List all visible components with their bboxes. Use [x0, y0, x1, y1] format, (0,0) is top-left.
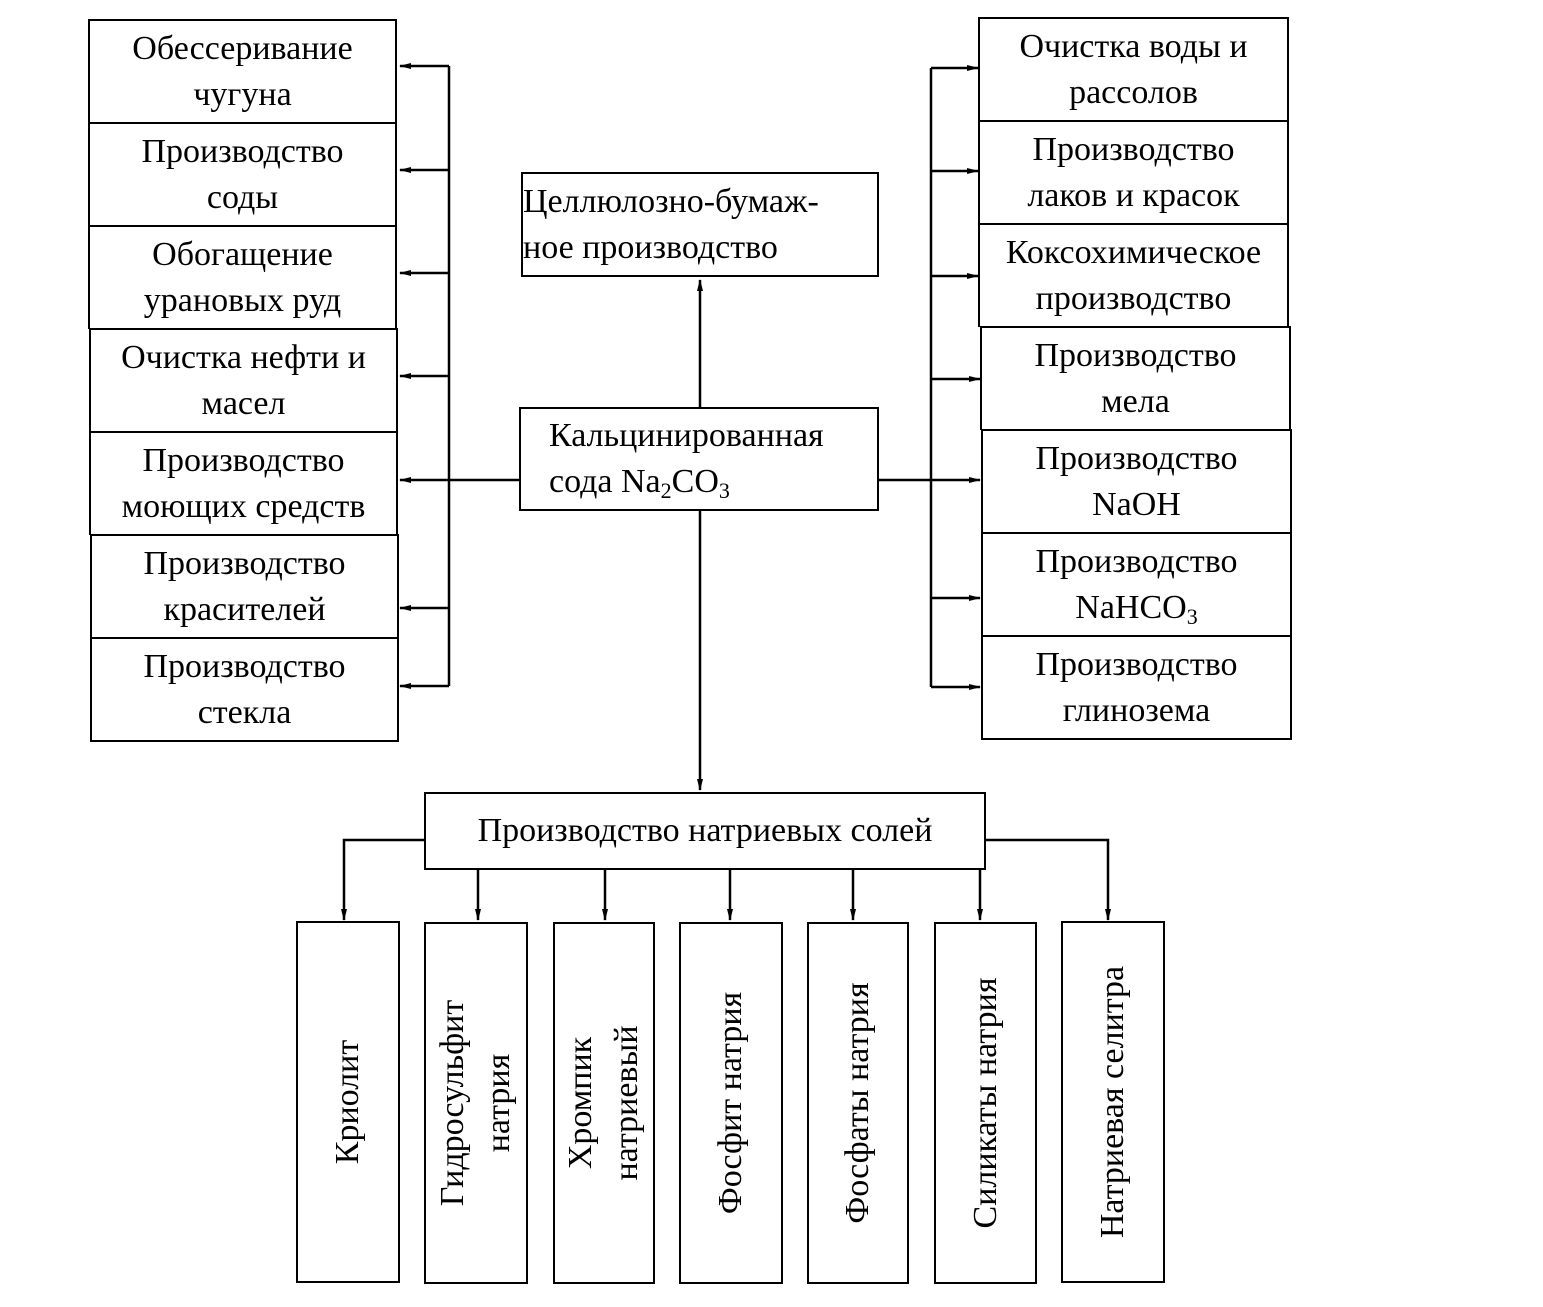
- left-item: Производство моющих средств: [89, 431, 398, 535]
- right-item-line2: мела: [1101, 383, 1170, 420]
- left-item: Производство красителей: [90, 534, 399, 638]
- right-item-line2: лаков и красок: [1027, 177, 1240, 214]
- right-item: Производство NaHCO3: [981, 532, 1292, 636]
- right-item-line2: рассолов: [1069, 74, 1198, 111]
- salt-label-line1: Хромпик: [562, 1036, 599, 1170]
- salt-label-line2: натриевый: [608, 1025, 645, 1181]
- right-item: Производство мела: [980, 326, 1291, 430]
- salt-box: Натриевая селитра: [1061, 921, 1165, 1283]
- right-item-line1: Производство: [1034, 337, 1237, 374]
- salt-label: Силикаты натрия: [963, 978, 1009, 1229]
- salt-box: Криолит: [296, 921, 400, 1283]
- right-item-line1: Производство: [1035, 645, 1238, 683]
- left-item-line2: стекла: [197, 693, 292, 731]
- left-item-line2: урановых руд: [143, 282, 342, 319]
- right-item-line1: Производство: [1032, 131, 1235, 168]
- sodium-salts-hub-label: Производство натриевых солей: [477, 812, 933, 849]
- nahco3-formula: NaHCO: [1075, 589, 1187, 626]
- soda-ash-sub-3: 3: [718, 478, 730, 503]
- salt-label-line1: Криолит: [329, 1039, 366, 1165]
- right-item-line2: производство: [1035, 280, 1232, 317]
- arrow-salt-0: [341, 838, 426, 921]
- left-item: Очистка нефти и масел: [89, 328, 398, 432]
- left-item-line2: чугуна: [193, 76, 292, 113]
- nahco3-sub-3: 3: [1186, 604, 1198, 629]
- right-item: Производство глинозема: [981, 635, 1292, 740]
- right-item: Производство лаков и красок: [978, 120, 1289, 224]
- salt-label-line1: Силикаты натрия: [966, 977, 1004, 1229]
- left-item: Производство соды: [88, 122, 397, 226]
- soda-ash-line1: Кальцинированная: [549, 417, 824, 454]
- left-item: Обогащение урановых руд: [88, 225, 397, 329]
- left-item-line1: Производство: [143, 545, 346, 582]
- soda-ash-line2: сода Na2CO3: [549, 459, 730, 505]
- right-item-line2: NaOH: [1092, 486, 1181, 523]
- left-item-line1: Обессеривание: [132, 30, 353, 67]
- sodium-salts-hub: Производство натриевых солей: [424, 792, 986, 870]
- soda-ash-formula-mid: CO: [671, 463, 719, 500]
- arrow-salt-6: [985, 838, 1111, 921]
- left-item: Обессеривание чугуна: [88, 19, 397, 123]
- left-item-line2: красителей: [163, 591, 326, 628]
- left-item-line1: Производство: [141, 133, 344, 170]
- soda-ash-sub-2: 2: [660, 478, 672, 503]
- right-item-line2: NaHCO3: [1075, 585, 1197, 631]
- salt-label: Гидросульфит натрия: [430, 1000, 522, 1206]
- right-item-line1: Очистка воды и: [1019, 28, 1248, 65]
- left-item: Производство стекла: [90, 637, 399, 742]
- pulp-paper-box: Целлюлозно-бумаж- ное производство: [521, 172, 879, 277]
- left-item-line1: Обогащение: [152, 236, 333, 273]
- left-item-line2: масел: [201, 385, 286, 422]
- right-item: Производство NaOH: [981, 429, 1292, 533]
- salt-label: Криолит: [325, 1040, 371, 1164]
- salt-label: Фосфит натрия: [708, 992, 754, 1214]
- soda-ash-box: Кальцинированная сода Na2CO3: [519, 407, 879, 511]
- right-item-line1: Производство: [1035, 543, 1238, 580]
- right-item-line2: глинозема: [1062, 691, 1211, 729]
- salt-label: Натриевая селитра: [1090, 966, 1136, 1238]
- salt-label-line1: Фосфит натрия: [712, 991, 749, 1215]
- pulp-paper-line2: ное производство: [523, 228, 778, 266]
- left-item-line2: моющих средств: [121, 488, 366, 525]
- right-item-line1: Коксохимическое: [1005, 234, 1262, 271]
- salt-box: Силикаты натрия: [934, 922, 1037, 1284]
- left-item-line1: Производство: [143, 647, 346, 685]
- salt-label-line1: Гидросульфит: [434, 999, 471, 1207]
- salt-box: Хромпик натриевый: [553, 922, 655, 1284]
- salt-box: Гидросульфит натрия: [424, 922, 528, 1284]
- left-item-line1: Очистка нефти и: [121, 339, 366, 376]
- pulp-paper-line1: Целлюлозно-бумаж-: [523, 182, 819, 220]
- salt-label-line1: Натриевая селитра: [1094, 965, 1131, 1239]
- right-item: Коксохимическое производство: [978, 223, 1289, 327]
- salt-label-line2: натрия: [480, 1053, 517, 1153]
- soda-ash-formula-prefix: сода Na: [549, 463, 661, 500]
- right-item: Очистка воды и рассолов: [978, 17, 1289, 121]
- salt-label-line1: Фосфаты натрия: [839, 982, 876, 1224]
- salt-label: Фосфаты натрия: [835, 982, 881, 1223]
- right-item-line1: Производство: [1035, 440, 1238, 477]
- left-item-line2: соды: [206, 179, 279, 216]
- salt-box: Фосфит натрия: [679, 922, 783, 1284]
- salt-box: Фосфаты натрия: [807, 922, 909, 1284]
- left-item-line1: Производство: [142, 442, 345, 479]
- salt-label: Хромпик натриевый: [558, 1025, 650, 1180]
